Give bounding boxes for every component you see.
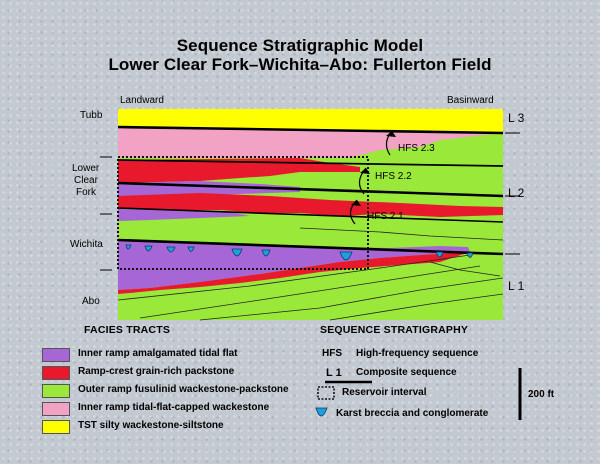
karst-label: Karst breccia and conglomerate: [336, 408, 489, 419]
facies-label-5: TST silty wackestone-siltstone: [78, 420, 224, 431]
reservoir-interval-box: [117, 156, 369, 270]
formation-lcf-1: Lower: [72, 163, 100, 174]
hfs-boundary-2-3: [117, 159, 504, 167]
scale-label: 200 ft: [528, 389, 555, 400]
hfs-2-1-label: HFS 2.1: [367, 211, 404, 222]
facies-label-3: Outer ramp fusulinid wackestone-packston…: [78, 384, 289, 395]
swatch-outer-ramp: [42, 384, 70, 398]
tst-facies-top: [118, 109, 503, 133]
landward-label: Landward: [120, 95, 164, 106]
hfs-2-3-label: HFS 2.3: [398, 143, 435, 154]
facies-label-1: Inner ramp amalgamated tidal flat: [78, 348, 238, 359]
ramp-crest-facies-middle: [118, 193, 503, 217]
formation-lcf-2: Clear: [74, 175, 98, 186]
facies-label-2: Ramp-crest grain-rich packstone: [78, 366, 235, 377]
karst-features: [125, 244, 474, 261]
sequence-l1: L 1: [508, 279, 525, 293]
basinward-label: Basinward: [447, 95, 494, 106]
l1-abbr: L 1: [326, 367, 342, 379]
formation-lcf-3: Fork: [76, 187, 96, 198]
l1-desc: Composite sequence: [356, 367, 457, 378]
title-line-1: Sequence Stratigraphic Model: [176, 36, 424, 55]
facies-label-4: Inner ramp tidal-flat-capped wackestone: [78, 402, 270, 413]
hfs-boundary-2-2: [117, 207, 504, 223]
hfs-desc: High-frequency sequence: [356, 348, 479, 359]
hfs-2-2-label: HFS 2.2: [375, 171, 412, 182]
strat-heading: SEQUENCE STRATIGRAPHY: [320, 324, 469, 336]
hfs-arrowheads: [351, 131, 396, 206]
sequence-boundary-l2: [117, 181, 504, 198]
swatch-inner-ramp-amalgamated: [42, 348, 70, 362]
left-ticks: [100, 156, 112, 271]
swatch-inner-ramp-capped: [42, 402, 70, 416]
ramp-crest-facies-lower: [118, 252, 470, 294]
hfs-abbr: HFS: [322, 348, 342, 359]
formation-abo: Abo: [82, 296, 100, 307]
clinoform-lines: [117, 227, 504, 321]
right-ticks: [505, 132, 520, 255]
sequence-l3: L 3: [508, 111, 525, 125]
swatch-ramp-crest: [42, 366, 70, 380]
facies-heading: FACIES TRACTS: [84, 324, 171, 336]
formation-tubb: Tubb: [80, 110, 103, 121]
karst-legend-icon: [315, 407, 328, 417]
swatch-tst: [42, 420, 70, 434]
reservoir-legend-icon: [317, 386, 335, 400]
reservoir-label: Reservoir interval: [342, 387, 427, 398]
ramp-crest-facies-upper: [118, 158, 360, 183]
title-line-2: Lower Clear Fork–Wichita–Abo: Fullerton …: [108, 55, 492, 74]
sequence-boundary-l3: [117, 125, 504, 135]
formation-wichita: Wichita: [70, 239, 103, 250]
sequence-l2: L 2: [508, 186, 525, 200]
inner-ramp-tidalflat-capped-facies: [118, 127, 503, 158]
inner-ramp-tidalflat-facies-lower: [118, 240, 470, 290]
